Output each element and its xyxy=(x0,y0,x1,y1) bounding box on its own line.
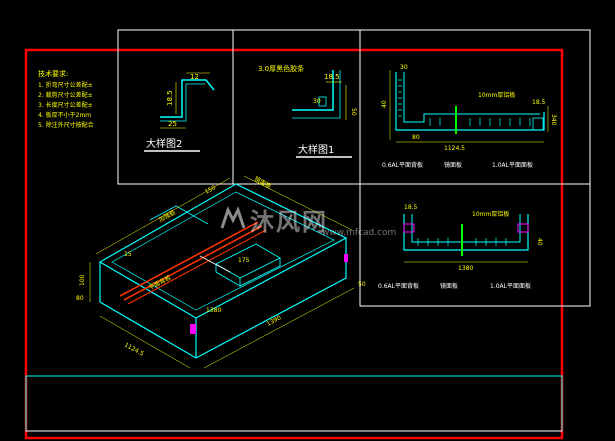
technical-notes: 技术要求: 1. 折弯尺寸公差配± 2. 裁剪尺寸公差配± 3. 长度尺寸公差配… xyxy=(38,69,94,129)
detail-2: 12 18.5 25 大样图2 xyxy=(144,72,215,152)
iso-highlight-strip xyxy=(119,221,259,297)
iso-dim: 175 xyxy=(238,257,250,264)
iso-dim: 1380 xyxy=(206,307,221,314)
section-bottom-dim: 18.5 xyxy=(404,204,418,211)
note-item: 2. 裁剪尺寸公差配± xyxy=(38,91,93,99)
section-top-dim: 10mm厚铝板 xyxy=(478,91,515,99)
note-item: 4. 板厚不小于2mm xyxy=(38,111,91,119)
section-top-dim: 18.5 xyxy=(532,99,546,106)
section-bottom-label: 0.6AL平面背板 xyxy=(378,282,419,290)
detail2-profile-inner xyxy=(160,83,205,122)
iso-dim: 100 xyxy=(79,274,86,286)
iso-dim: 150 xyxy=(204,184,218,196)
section-bottom: 18.5 10mm厚铝板 40 1380 0.6AL平面背板 镜面板 1.0AL… xyxy=(378,204,543,290)
section-top-label: 镜面板 xyxy=(444,161,462,169)
detail1-label: 大样图1 xyxy=(298,143,334,156)
section-top-label: 1.0AL平面面板 xyxy=(492,161,533,169)
section-top-dim: 1124.5 xyxy=(444,145,465,152)
section-top: 30 18.5 10mm厚铝板 40 1124.5 80 340 0.6AL平面… xyxy=(381,64,557,169)
section-bottom-label: 1.0AL平面面板 xyxy=(490,282,531,290)
detail-1: 3.0厚黑色胶条 18.5 30 50 大样图1 xyxy=(258,64,357,158)
detail1-dim: 18.5 xyxy=(324,73,340,81)
section-top-dim: 30 xyxy=(400,64,408,71)
iso-dim: 15 xyxy=(124,251,132,258)
note-item: 5. 除注外尺寸按配合 xyxy=(38,121,94,129)
detail2-profile xyxy=(160,79,215,118)
title-block xyxy=(25,375,563,432)
detail2-dim: 18.5 xyxy=(166,90,174,106)
detail2-dim: 25 xyxy=(168,120,177,128)
notes-title: 技术要求: xyxy=(38,69,68,78)
iso-dim: 80 xyxy=(76,295,84,302)
iso-dim: 1390 xyxy=(266,314,283,327)
note-item: 3. 长度尺寸公差配± xyxy=(38,101,93,109)
note-item: 1. 折弯尺寸公差配± xyxy=(38,81,93,89)
detail1-dim: 30 xyxy=(313,98,321,105)
iso-dim: 50 xyxy=(358,281,366,288)
section-top-dim: 80 xyxy=(412,134,420,141)
iso-side-faces xyxy=(99,238,347,359)
section-top-dim: 40 xyxy=(381,100,388,108)
section-bottom-dim: 10mm厚铝板 xyxy=(472,210,509,218)
section-bottom-dim: 40 xyxy=(536,238,543,246)
section-bottom-box xyxy=(359,183,591,307)
drawing-frame xyxy=(24,48,564,440)
detail1-profile xyxy=(292,70,334,111)
detail2-label: 大样图2 xyxy=(146,137,182,150)
detail1-dim: 50 xyxy=(350,108,357,116)
iso-label: 镜面板 xyxy=(253,175,273,191)
iso-dim: 1124.5 xyxy=(123,342,145,358)
detail-boxes-outline xyxy=(117,29,591,185)
isometric-view: 1380 100 1124.5 80 150 175 1390 15 50 镜面… xyxy=(76,175,366,369)
section-top-label: 0.6AL平面背板 xyxy=(382,161,423,169)
detail1-profile-outer xyxy=(292,70,341,119)
iso-marker xyxy=(190,324,196,334)
section-bottom-label: 镜面板 xyxy=(440,282,458,290)
detail1-callout: 3.0厚黑色胶条 xyxy=(258,64,304,73)
section-top-dim: 340 xyxy=(550,114,557,126)
detail2-dim: 12 xyxy=(190,73,199,81)
section-bottom-dim: 1380 xyxy=(458,265,473,272)
